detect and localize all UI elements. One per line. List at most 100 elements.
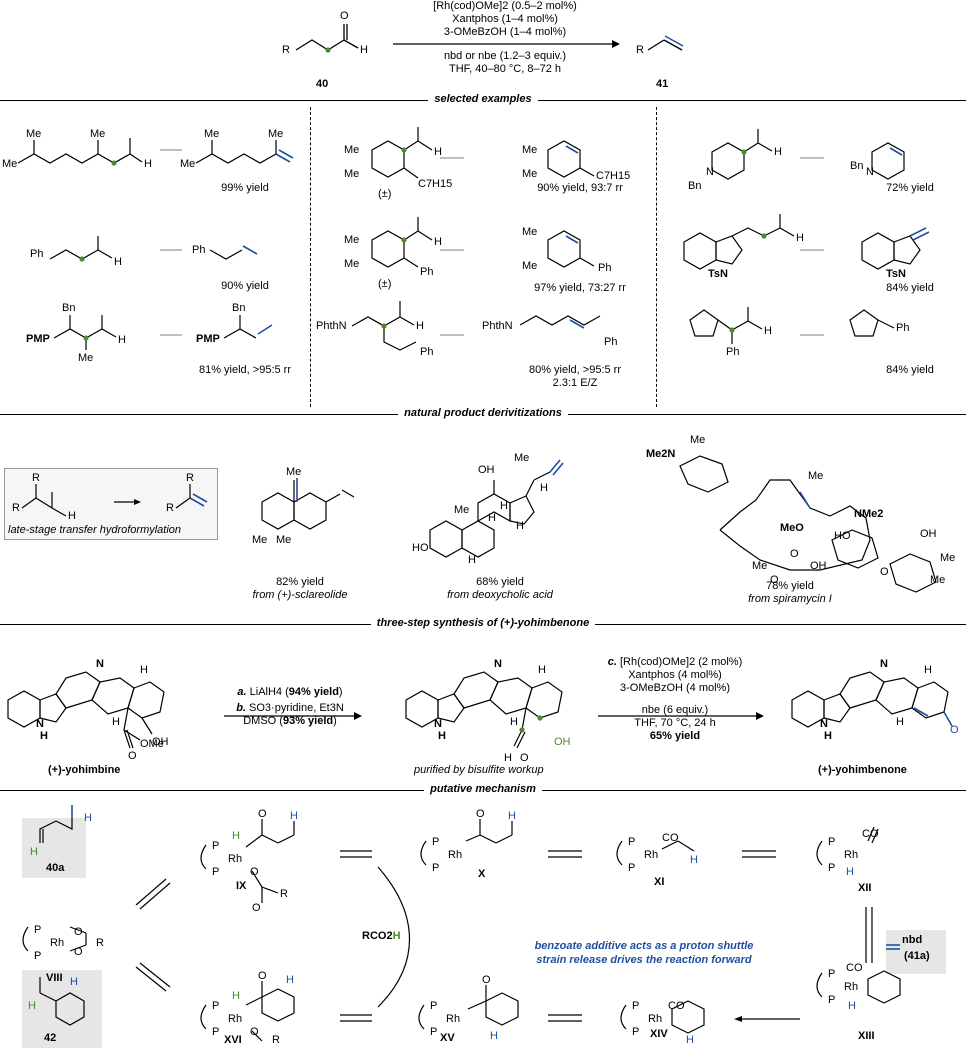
rco2h-label: RCO2H bbox=[362, 930, 401, 942]
step-a: a. LiAlH4 (94% yield) bbox=[237, 686, 343, 698]
np2-h4: H bbox=[468, 554, 476, 566]
ex3-sub-h: H bbox=[118, 334, 126, 346]
mech-xii-co: CO bbox=[862, 828, 879, 840]
ex2-prod-ph: Ph bbox=[192, 244, 206, 256]
np2-me1: Me bbox=[514, 452, 530, 464]
step-c-5: THF, 70 °C, 24 h bbox=[634, 717, 716, 729]
species-viii: VIII bbox=[46, 972, 63, 984]
species-ix: IX bbox=[236, 880, 247, 892]
yoh-mid-h1: H bbox=[438, 730, 446, 742]
mech-xvi-p2: P bbox=[212, 1026, 220, 1038]
yoh-mid-h2: H bbox=[538, 664, 546, 676]
step-c-1: c. [Rh(cod)OMe]2 (2 mol%) bbox=[607, 656, 743, 668]
mech-xi-h: H bbox=[690, 854, 698, 866]
mech-x-p2: P bbox=[432, 862, 440, 874]
box-40a bbox=[22, 818, 86, 878]
yoh-mid-oh: OH bbox=[554, 736, 571, 748]
ex7-sub-n: N bbox=[706, 166, 714, 178]
section-title-mechanism: putative mechanism bbox=[0, 783, 966, 804]
mech-x-o: O bbox=[476, 808, 485, 820]
np2-source: from deoxycholic acid bbox=[447, 589, 553, 601]
mech-ix-o1: O bbox=[258, 808, 267, 820]
yoh-sm-oh: OH bbox=[152, 736, 169, 748]
section-title-yohimbenone: three-step synthesis of (+)-yohimbenone bbox=[0, 617, 966, 638]
product-41a-label: (41a) bbox=[904, 950, 930, 962]
ex8-yield: 84% yield bbox=[886, 282, 934, 294]
np2-h5: H bbox=[500, 500, 508, 512]
label-41: 41 bbox=[656, 78, 669, 90]
reagents-bottom-2: THF, 40–80 °C, 8–72 h bbox=[448, 63, 562, 75]
step-c-3: 3-OMeBzOH (4 mol%) bbox=[619, 682, 731, 694]
ex1-sub-me3: Me bbox=[90, 128, 106, 140]
ex1-prod-me2: Me bbox=[180, 158, 196, 170]
mech-xiii-rh: Rh bbox=[844, 981, 859, 993]
ex5-prod-ph: Ph bbox=[598, 262, 612, 274]
np3-me3: Me bbox=[752, 560, 768, 572]
section-title-selected: selected examples bbox=[0, 93, 966, 114]
mech-ix-p2: P bbox=[212, 866, 220, 878]
yoh-sm-h3: H bbox=[112, 716, 120, 728]
np2-ho: HO bbox=[412, 542, 429, 554]
mech-ix-h: H bbox=[232, 830, 240, 842]
ex6-sub-phthn: PhthN bbox=[316, 320, 347, 332]
lsth-r2: R bbox=[12, 502, 20, 514]
ex4-prod-c7h15: C7H15 bbox=[596, 170, 631, 182]
yohimbenone-name: (+)-yohimbenone bbox=[818, 764, 907, 776]
ex3-prod-bn: Bn bbox=[232, 302, 246, 314]
ex4-sub-c7h15: C7H15 bbox=[418, 178, 453, 190]
mech-x-h: H bbox=[508, 810, 516, 822]
column-divider-2 bbox=[656, 107, 657, 407]
header-o: O bbox=[340, 10, 349, 22]
species-42: 42 bbox=[44, 1032, 57, 1044]
ex3-prod-pmp: PMP bbox=[196, 333, 220, 345]
ex4-sub-me1: Me bbox=[344, 144, 360, 156]
header-h: H bbox=[360, 44, 368, 56]
lsth-r3: R bbox=[186, 472, 194, 484]
mech-ix-r: R bbox=[280, 888, 288, 900]
ex6-yield2: 2.3:1 E/Z bbox=[552, 377, 598, 389]
lsth-r4: R bbox=[166, 502, 174, 514]
yoh-sm-n1: N bbox=[96, 658, 104, 670]
species-xi: XI bbox=[654, 876, 665, 888]
mech-42-h2: H bbox=[70, 976, 78, 988]
mech-ix-p1: P bbox=[212, 840, 220, 852]
mech-xv-p2: P bbox=[430, 1026, 438, 1038]
mech-xvi-o1: O bbox=[258, 970, 267, 982]
mech-xii-h: H bbox=[846, 866, 854, 878]
mech-xvi-h: H bbox=[232, 990, 240, 1002]
mech-xiii-p1: P bbox=[828, 968, 836, 980]
np2-oh: OH bbox=[478, 464, 495, 476]
np3-me1: Me bbox=[690, 434, 706, 446]
np3-ho: HO bbox=[834, 530, 851, 542]
mech-xiii-h: H bbox=[848, 1000, 856, 1012]
mech-x-rh: Rh bbox=[448, 849, 463, 861]
ex1-yield: 99% yield bbox=[221, 182, 269, 194]
mech-xi-rh: Rh bbox=[644, 849, 659, 861]
np2-h2: H bbox=[488, 512, 496, 524]
yoh-sm-o: O bbox=[128, 750, 137, 762]
mech-viii-o1: O bbox=[74, 926, 83, 938]
ex5-prod-me2: Me bbox=[522, 260, 538, 272]
mech-xv-h: H bbox=[490, 1030, 498, 1042]
mech-ix-o3: O bbox=[252, 902, 261, 914]
ex4-sub-racemic: (±) bbox=[378, 188, 392, 200]
yoh-sm-n2: N bbox=[36, 718, 44, 730]
species-xvi: XVI bbox=[224, 1034, 242, 1046]
yoh-prod-h2: H bbox=[924, 664, 932, 676]
mech-xvi-r: R bbox=[272, 1034, 280, 1046]
yohimbine-name: (+)-yohimbine bbox=[48, 764, 121, 776]
reagents-top-3: 3-OMeBzOH (1–4 mol%) bbox=[443, 26, 567, 38]
ex3-sub-me: Me bbox=[78, 352, 94, 364]
mech-ix-rh: Rh bbox=[228, 853, 243, 865]
reagents-top-2: Xantphos (1–4 mol%) bbox=[452, 13, 558, 25]
ex1-prod-me1: Me bbox=[204, 128, 220, 140]
np2-h1: H bbox=[540, 482, 548, 494]
ex4-prod-me1: Me bbox=[522, 144, 538, 156]
np3-yield: 78% yield bbox=[766, 580, 814, 592]
step-b: b. SO3·pyridine, Et3N bbox=[236, 702, 344, 714]
step-b2: DMSO (93% yield) bbox=[243, 715, 337, 727]
nbd-label: nbd bbox=[902, 934, 923, 946]
mech-xiv-h: H bbox=[686, 1034, 694, 1046]
ex1-prod-me3: Me bbox=[268, 128, 284, 140]
section-title-natural: natural product derivitizations bbox=[0, 407, 966, 428]
